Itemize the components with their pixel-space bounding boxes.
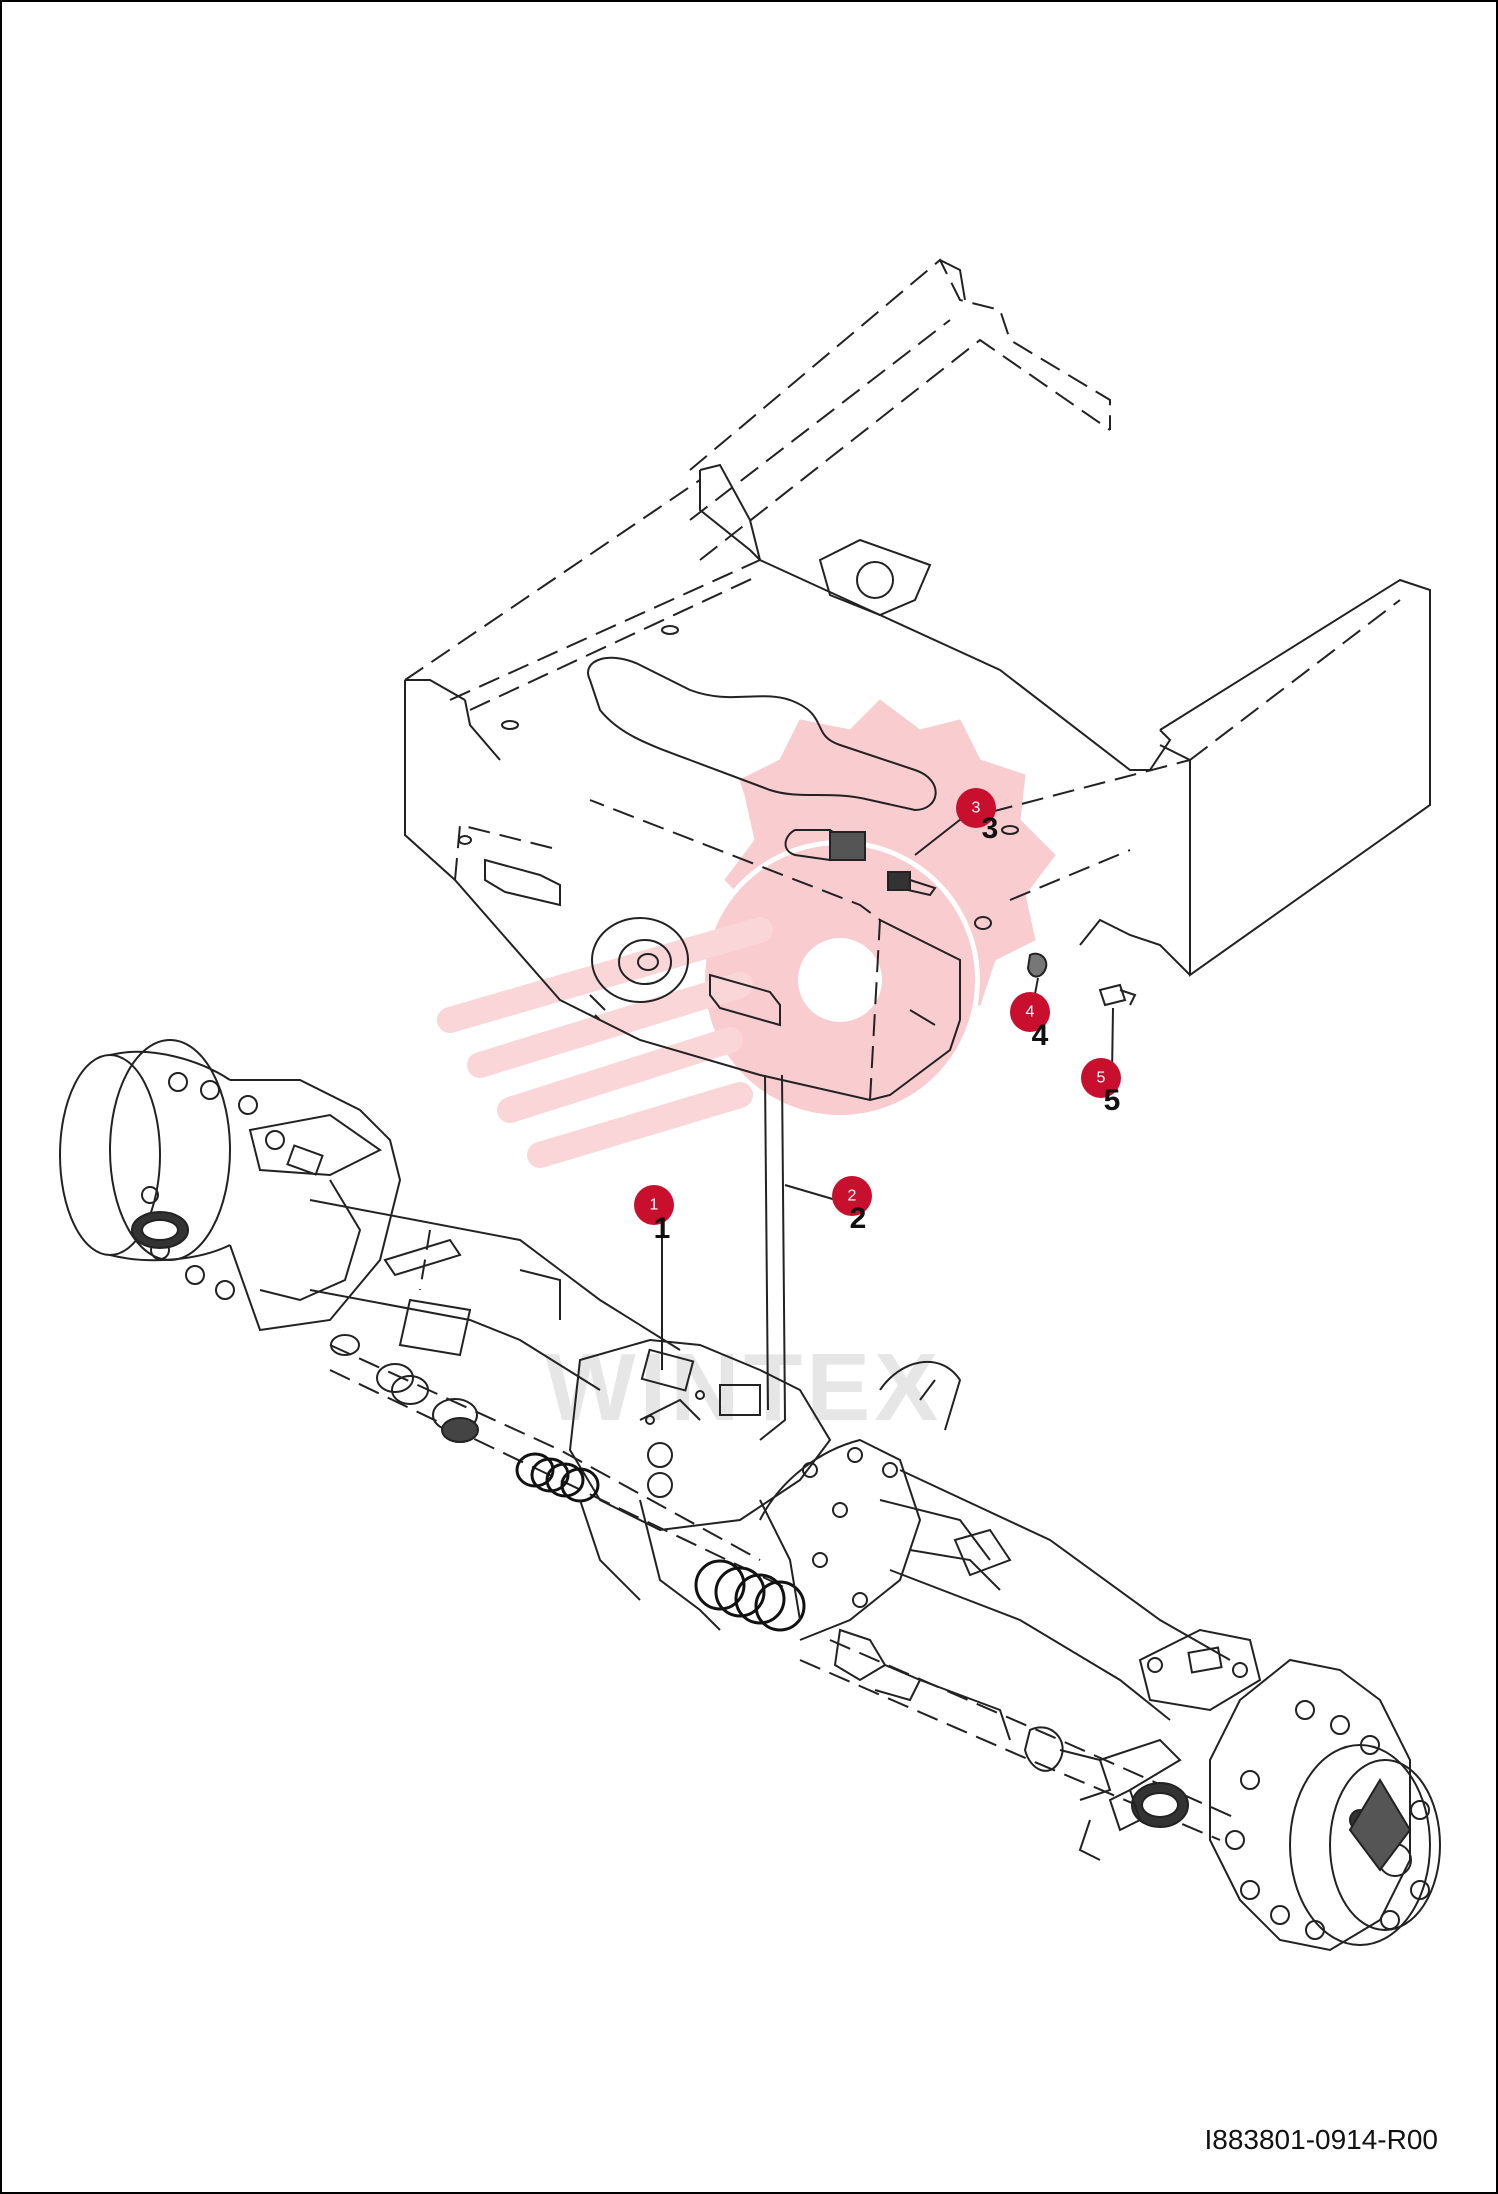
callout-4[interactable]: 4 4 [1010, 992, 1050, 1052]
svg-text:4: 4 [1026, 1004, 1035, 1021]
callout-3[interactable]: 3 3 [956, 788, 998, 845]
callout-5[interactable]: 5 5 [1081, 1058, 1121, 1117]
svg-text:3: 3 [982, 812, 999, 845]
chassis-frame [404, 258, 1431, 1441]
watermark-logo [437, 699, 1056, 1168]
svg-text:1: 1 [650, 1197, 659, 1214]
svg-text:1: 1 [654, 1212, 671, 1245]
drawing-code: I883801-0914-R00 [1204, 2124, 1438, 2155]
axle-assembly [59, 1039, 1441, 1952]
svg-text:2: 2 [848, 1188, 857, 1205]
callout-2[interactable]: 2 2 [832, 1176, 872, 1235]
svg-text:3: 3 [972, 800, 981, 817]
svg-text:4: 4 [1032, 1019, 1049, 1052]
svg-text:5: 5 [1097, 1070, 1106, 1087]
leader-lines [661, 1184, 837, 1370]
callouts: 1 1 2 2 3 3 4 4 5 5 [634, 788, 1121, 1245]
svg-text:2: 2 [850, 1202, 867, 1235]
svg-text:5: 5 [1104, 1084, 1121, 1117]
callout-1[interactable]: 1 1 [634, 1185, 674, 1245]
